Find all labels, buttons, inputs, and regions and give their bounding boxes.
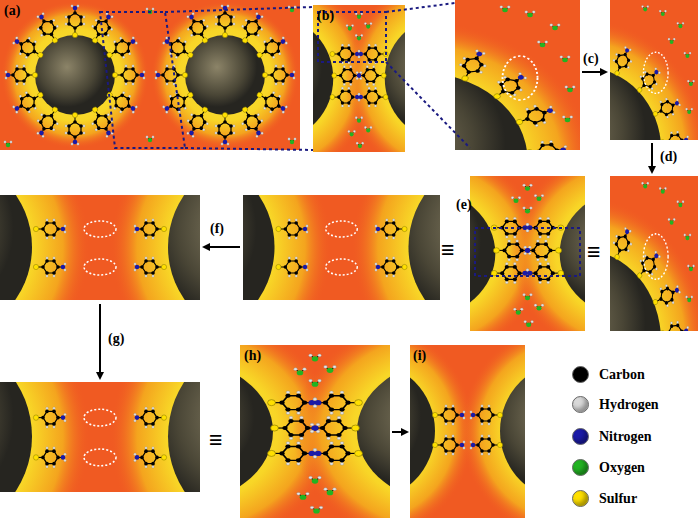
legend-swatch: [572, 396, 589, 413]
panel-label: (h): [244, 349, 261, 363]
legend-text: Carbon: [599, 367, 645, 383]
panel-label: (i): [413, 349, 426, 363]
process-arrows: [100, 72, 652, 432]
panel-label: (g): [108, 332, 124, 346]
legend-row: Carbon: [572, 366, 645, 383]
legend-row: Hydrogen: [572, 396, 659, 413]
equivalence-sign: ≡: [441, 238, 455, 262]
legend-text: Hydrogen: [599, 397, 659, 413]
panel-label: (f): [210, 222, 224, 236]
panel-a: [0, 0, 300, 150]
legend-row: Sulfur: [572, 490, 637, 507]
panel-label: (d): [660, 150, 677, 164]
panel-label: (a): [4, 4, 20, 18]
panel-i: [255, 321, 680, 518]
legend-row: Oxygen: [572, 459, 645, 476]
panel-label: (e): [456, 198, 472, 212]
equivalence-sign: ≡: [587, 240, 601, 264]
legend-swatch: [572, 366, 589, 383]
legend-text: Sulfur: [599, 491, 637, 507]
legend-swatch: [572, 490, 589, 507]
equivalence-sign: ≡: [209, 428, 223, 452]
legend-text: Nitrogen: [599, 429, 652, 445]
panel-label: (b): [317, 9, 334, 23]
zoom-guides: [100, 3, 580, 276]
panel-label: (c): [583, 52, 599, 66]
legend-text: Oxygen: [599, 460, 645, 476]
legend-row: Nitrogen: [572, 428, 652, 445]
legend-swatch: [572, 428, 589, 445]
legend-swatch: [572, 459, 589, 476]
